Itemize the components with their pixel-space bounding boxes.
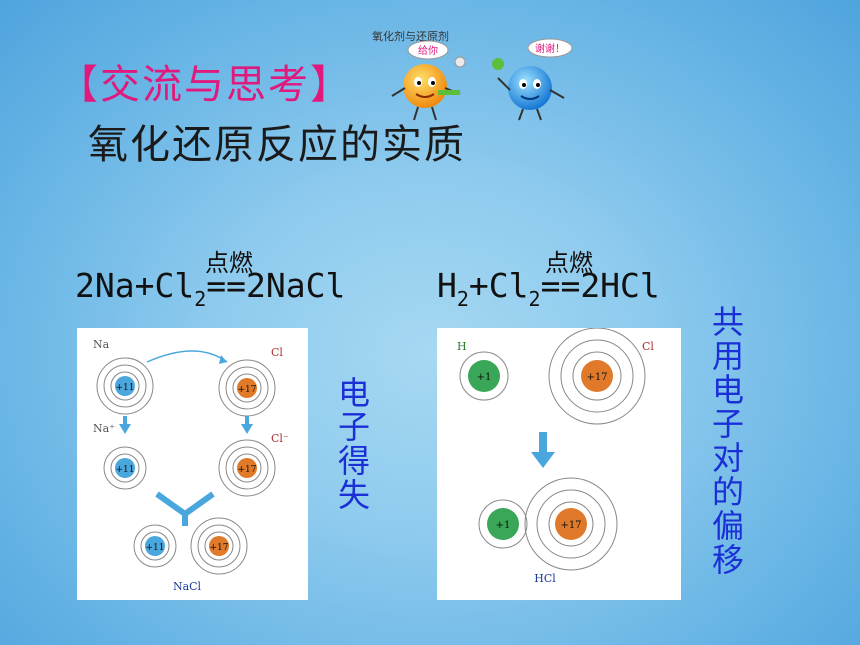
electron-transfer-arrow: [146, 350, 228, 363]
right-label-char: 电: [711, 371, 744, 409]
left-label-char: 失: [337, 476, 370, 514]
hcl-diagram-panel: H Cl +1 +17 +1 +17 HCl: [437, 327, 681, 600]
right-label-char: 用: [711, 337, 744, 375]
right-equation-rhs: ==2HCl: [540, 266, 660, 305]
hcl-cl-bonded-atom: +17: [524, 477, 618, 571]
right-label-char: 子: [711, 405, 744, 443]
right-bubble-text: 谢谢！: [535, 42, 565, 55]
left-equation-condition: 点燃: [205, 249, 253, 277]
right-equation-mid: +Cl: [468, 266, 529, 305]
slide-subtitle: 氧化还原反应的实质: [88, 122, 466, 168]
left-label-char: 电: [337, 374, 370, 412]
merge-arrow: [155, 491, 215, 518]
shared-electron-shift-label: 共 用 电 子 对 的 偏 移: [708, 305, 748, 577]
left-bubble-text: 给你: [418, 44, 438, 57]
right-label-char: 偏: [711, 507, 744, 545]
h-nucleus: +1: [477, 372, 492, 383]
hcl-h-atom: +1: [478, 499, 528, 549]
hcl-cl-label: Cl: [642, 340, 654, 353]
right-equation: H2+Cl2==2HCl: [437, 266, 660, 311]
nacl-cl-nucleus: +17: [210, 543, 229, 553]
cartoon-illustration: 给你 谢谢！: [391, 38, 573, 121]
na-ion: +11: [103, 446, 147, 490]
orange-character-icon: [403, 64, 447, 108]
cl-nucleus: +17: [238, 385, 257, 395]
cl-label: Cl: [271, 346, 283, 359]
left-equation-lhs: 2Na+Cl: [75, 266, 195, 305]
na-ion-nucleus: +11: [116, 465, 135, 475]
right-equation-h: H: [437, 266, 457, 305]
right-label-char: 对: [711, 439, 744, 477]
cl-ion-label: Cl⁻: [271, 432, 289, 445]
hcl-h-nucleus: +1: [496, 520, 511, 531]
right-equation-condition: 点燃: [545, 249, 593, 277]
h-atom: +1: [459, 351, 509, 401]
na-nucleus: +11: [116, 383, 135, 393]
right-label-char: 的: [711, 473, 744, 511]
right-label-char: 共: [711, 303, 744, 341]
down-arrow-icon: [531, 452, 555, 468]
hcl-cl-nucleus: +17: [586, 372, 607, 383]
nacl-product-label: NaCl: [173, 580, 202, 593]
nacl-na-ion: +11: [133, 524, 177, 568]
left-equation-rhs: ==2NaCl: [206, 266, 346, 305]
left-label-char: 子: [337, 408, 370, 446]
right-label-char: 移: [711, 541, 744, 579]
cl-ion: +17: [218, 439, 276, 497]
blue-character-icon: [508, 66, 552, 110]
na-atom: +11: [96, 357, 154, 415]
cartoon-caption: 氧化剂与还原剂: [372, 30, 449, 43]
hcl-product-label: HCl: [534, 572, 556, 585]
nacl-cl-ion: +17: [190, 517, 248, 575]
na-label: Na: [93, 338, 110, 351]
cl-atom: +17: [218, 359, 276, 417]
h-label: H: [457, 340, 467, 353]
na-ion-label: Na⁺: [93, 422, 115, 435]
right-equation-sub: 2: [528, 287, 541, 311]
hcl-cl-atom: +17: [548, 327, 646, 425]
left-equation: 2Na+Cl2==2NaCl: [75, 266, 346, 311]
left-label-char: 得: [337, 442, 370, 480]
left-equation-sub: 2: [194, 287, 207, 311]
right-equation-h-sub: 2: [456, 287, 469, 311]
electron-gain-loss-label: 电 子 得 失: [334, 376, 374, 512]
nacl-diagram-panel: Na Cl Na⁺ Cl⁻ +11 +17: [77, 328, 308, 600]
cl-ion-nucleus: +17: [238, 465, 257, 475]
hcl-cl-bonded-nucleus: +17: [560, 520, 581, 531]
nacl-na-nucleus: +11: [146, 543, 165, 553]
slide-title: 【交流与思考】: [58, 62, 352, 108]
